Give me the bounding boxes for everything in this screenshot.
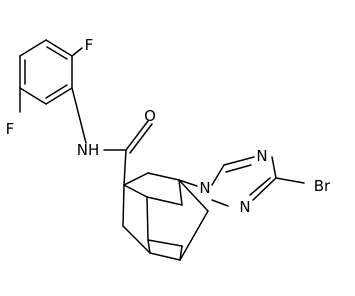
bond-carbonyl-o bbox=[125, 120, 149, 151]
atom-n-triazole-2: N bbox=[239, 198, 250, 216]
bond-aryl-nh bbox=[71, 87, 87, 144]
atom-nh: NH bbox=[77, 141, 100, 159]
bond-c-br bbox=[275, 177, 305, 184]
bond-carbonyl-adamantane bbox=[123, 149, 127, 186]
atom-o: O bbox=[144, 107, 156, 125]
atom-f-top: F bbox=[85, 36, 94, 54]
atom-br: Br bbox=[314, 177, 331, 195]
bond-c-f-top bbox=[71, 47, 83, 57]
atom-n-triazole-4: N bbox=[256, 147, 267, 165]
adamantane-cage bbox=[122, 172, 209, 261]
atom-n-triazole-1: N bbox=[199, 179, 210, 197]
triazole-ring bbox=[211, 156, 277, 207]
atom-f-bottom: F bbox=[6, 120, 15, 138]
bond-adamantane-triazole bbox=[178, 179, 198, 187]
difluorophenyl-ring bbox=[19, 39, 73, 105]
